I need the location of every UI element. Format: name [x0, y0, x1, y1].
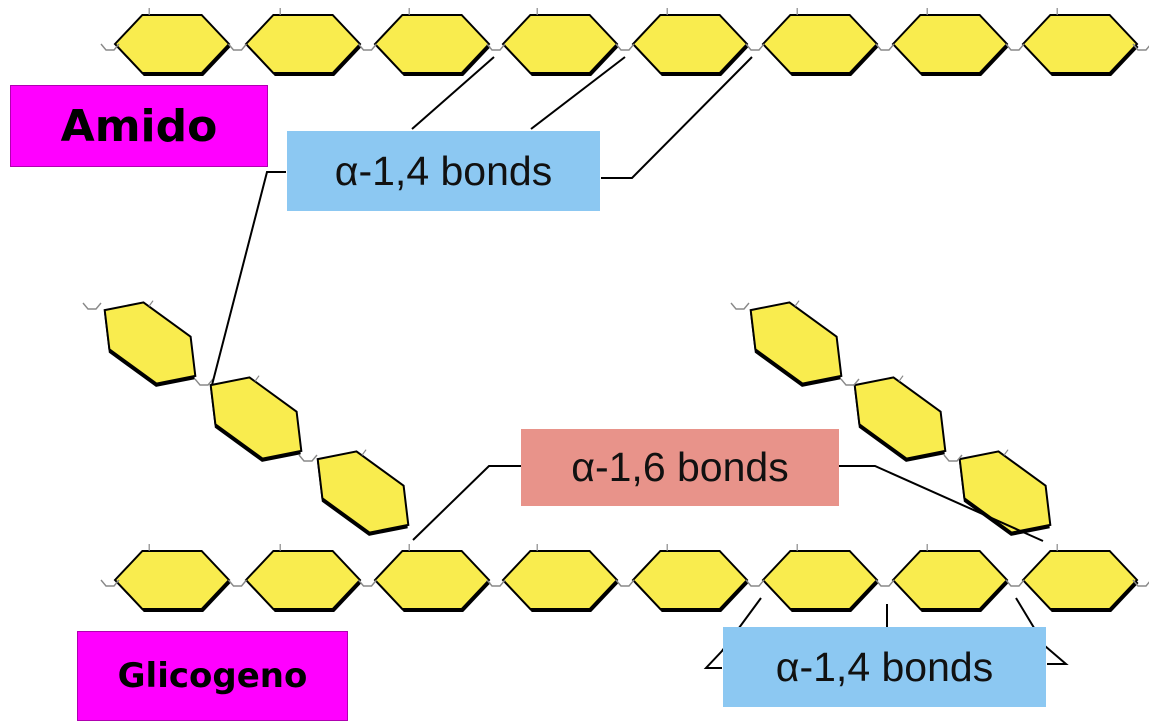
glucose-unit: [749, 300, 843, 387]
glucose-unit: [209, 375, 303, 462]
glucose-unit: [631, 8, 749, 76]
glycosidic-link: [1005, 43, 1025, 51]
connector-lines: [211, 56, 1069, 669]
alpha-1-6-bonds-text: α-1,6 bonds: [571, 444, 789, 490]
alpha-1-4-bonds-text-top: α-1,4 bonds: [334, 147, 553, 194]
alpha-1-4-bonds-label-top: α-1,4 bonds: [287, 131, 600, 211]
glucose-unit: [244, 8, 362, 76]
glycosidic-link: [298, 454, 318, 462]
glucose-unit: [373, 544, 491, 612]
glycosidic-link: [615, 579, 635, 587]
glycosidic-link: [875, 579, 895, 587]
glucose-unit: [113, 544, 231, 612]
glycosidic-link: [745, 579, 765, 587]
glycosidic-link: [875, 43, 895, 51]
glycosidic-link: [100, 579, 120, 587]
glucose-units: [82, 8, 1149, 612]
glucose-unit: [631, 544, 749, 612]
glycosidic-link: [100, 43, 120, 51]
glycosidic-link: [615, 43, 635, 51]
glycosidic-link: [486, 579, 506, 587]
glucose-unit: [244, 544, 362, 612]
glycosidic-link: [357, 579, 378, 587]
glucose-unit: [761, 8, 879, 76]
glucose-unit: [316, 449, 410, 536]
glycosidic-link: [82, 302, 102, 310]
glicogeno-label: Glicogeno: [77, 631, 348, 721]
glucose-unit: [891, 544, 1009, 612]
glucose-unit: [958, 449, 1052, 536]
glucose-unit: [501, 8, 619, 76]
glucose-unit: [113, 8, 231, 76]
glycosidic-link: [194, 378, 214, 386]
glucose-unit: [891, 8, 1009, 76]
glucose-unit: [373, 8, 491, 76]
alpha-1-6-bonds-label: α-1,6 bonds: [521, 429, 839, 506]
glucose-unit: [761, 544, 879, 612]
glycosidic-link: [227, 43, 248, 51]
glycosidic-link: [745, 43, 765, 51]
glucose-unit: [853, 375, 947, 462]
glycosidic-link: [1005, 579, 1025, 587]
glucose-unit: [1021, 8, 1139, 76]
amido-label: Amido: [10, 85, 268, 167]
alpha-1-4-bonds-text-bottom: α-1,4 bonds: [775, 643, 994, 690]
glycosidic-link: [486, 43, 506, 51]
glucose-unit: [103, 300, 197, 387]
alpha-1-4-bonds-label-bottom: α-1,4 bonds: [723, 627, 1046, 707]
glycosidic-link: [840, 378, 860, 386]
glucose-unit: [501, 544, 619, 612]
glycosidic-link: [943, 454, 963, 462]
glycosidic-link: [730, 302, 750, 310]
glycosidic-link: [227, 579, 248, 587]
glycosidic-link: [357, 43, 378, 51]
glucose-unit: [1021, 544, 1139, 612]
